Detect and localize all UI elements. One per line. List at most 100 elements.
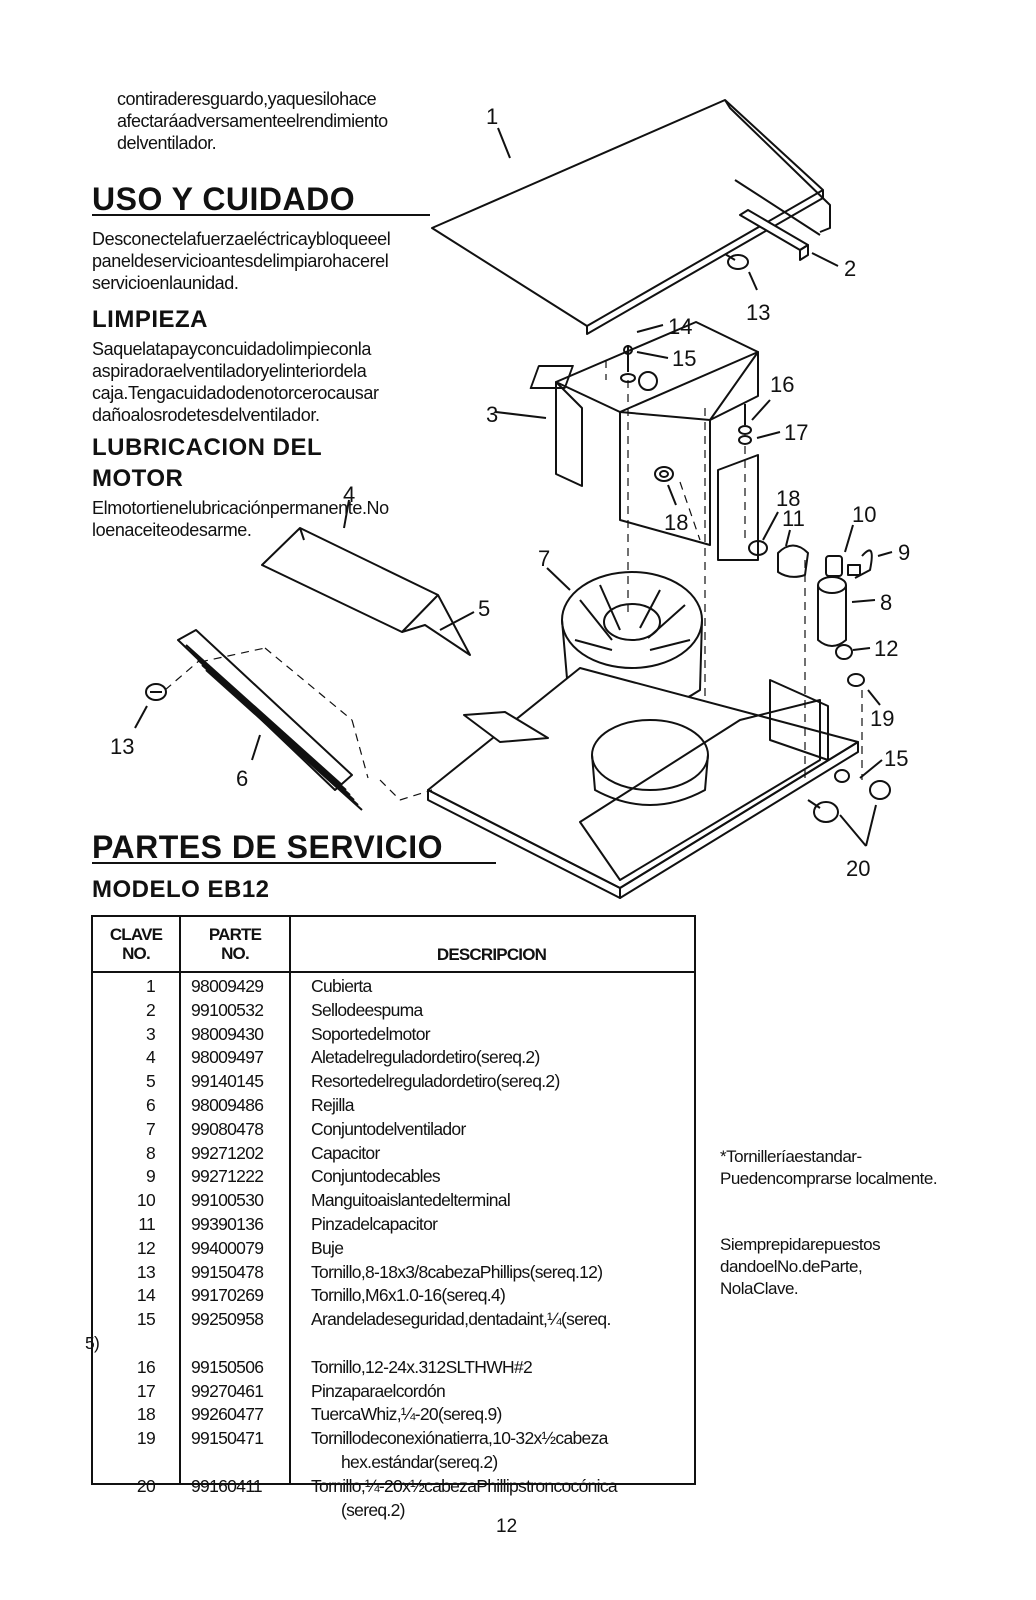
clave-cell: 12	[136, 1237, 156, 1258]
description-cell: Pinzaparaelcordón	[311, 1380, 446, 1401]
part-number-cell: 99150471	[191, 1428, 264, 1449]
nut-18-left	[654, 466, 674, 482]
clave-cell: 17	[136, 1380, 156, 1401]
callout-13-left: 13	[110, 734, 134, 759]
callout-1: 1	[486, 104, 498, 129]
callout-12: 12	[874, 636, 898, 661]
table-row: 17 99270461 Pinzaparaelcordón	[93, 1380, 694, 1404]
part-number-cell: 99390136	[191, 1213, 264, 1234]
description-cell: Capacitor	[311, 1142, 380, 1163]
grille-part	[177, 629, 363, 811]
clave-cell: 20	[136, 1475, 156, 1496]
callout-11: 11	[782, 506, 805, 531]
clave-cell: 9	[145, 1166, 156, 1187]
table-row: 16 99150506 Tornillo,12-24x.312SLTHWH#2	[93, 1356, 694, 1380]
clave-cell: 11	[138, 1213, 155, 1234]
callout-15-bottom: 15	[884, 746, 908, 771]
callout-4: 4	[343, 482, 355, 507]
callout-18-right: 18	[776, 486, 800, 511]
clave-cell: 2	[145, 999, 156, 1020]
callout-13-top: 13	[746, 300, 770, 325]
description-cell: (sereq.2)	[341, 1499, 405, 1520]
uso-paragraph: Desconectelafuerzaeléctricaybloqueeel pa…	[92, 229, 391, 293]
description-cell: Tornillo,M6x1.0-16(sereq.4)	[311, 1285, 506, 1306]
description-cell: Pinzadelcapacitor	[311, 1213, 438, 1234]
description-cell: Soportedelmotor	[311, 1023, 431, 1044]
foam-seal-part	[739, 209, 809, 261]
header-descripcion: DESCRIPCION	[436, 945, 547, 964]
table-row: hex.estándar(sereq.2)	[93, 1451, 694, 1475]
limpieza-paragraph: Saquelatapayconcuidadolimpieconla aspira…	[92, 339, 379, 425]
clave-cell: 16	[136, 1356, 156, 1377]
callout-8: 8	[880, 590, 892, 615]
header-parte-line2: NO.	[221, 944, 250, 963]
side-note-order: Siemprepidarepuestos dandoelNo.deParte, …	[720, 1235, 881, 1298]
part-number-cell: 99270461	[191, 1380, 264, 1401]
header-parte: PARTE NO.	[181, 925, 289, 963]
part-number-cell: 99271222	[191, 1166, 264, 1187]
part-number-cell: 99271202	[191, 1142, 264, 1163]
callout-15-top: 15	[672, 346, 696, 371]
callout-19: 19	[870, 706, 894, 731]
heading-rule	[92, 214, 430, 216]
page-number: 12	[496, 1516, 518, 1537]
description-cell: Aletadelreguladordetiro(sereq.2)	[311, 1047, 540, 1068]
part-number-cell: 99260477	[191, 1404, 264, 1425]
model-heading: MODELO EB12	[92, 876, 270, 903]
table-row: 11 99390136 Pinzadelcapacitor	[93, 1213, 694, 1237]
callout-3: 3	[486, 402, 498, 427]
callout-20: 20	[846, 856, 870, 881]
parts-table: CLAVE NO. PARTE NO. DESCRIPCION 1 9800942…	[85, 915, 696, 1520]
part-number-cell: 99100532	[191, 999, 264, 1020]
capacitor-clip-part	[777, 544, 809, 578]
callout-10: 10	[852, 502, 876, 527]
clave-cell: 5)	[85, 1332, 100, 1353]
table-row: 8 99271202 Capacitor	[93, 1142, 694, 1166]
clave-cell: 7	[145, 1118, 156, 1139]
clave-cell: 3	[145, 1023, 156, 1044]
terminal-sleeve-part	[825, 555, 843, 577]
part-number-cell: 99400079	[191, 1237, 264, 1258]
callout-18-left: 18	[664, 510, 688, 535]
screw-16	[738, 404, 752, 445]
description-cell: Manguitoaislantedelterminal	[311, 1190, 511, 1211]
header-clave-line2: NO.	[122, 944, 151, 963]
table-row: (sereq.2)	[93, 1499, 694, 1523]
part-number-cell: 98009486	[191, 1094, 264, 1115]
callout-14: 14	[668, 314, 692, 339]
description-cell: Tornillo,12-24x.312SLTHWH#2	[311, 1356, 533, 1377]
nut-18-right	[748, 540, 768, 556]
lubricacion-paragraph: Elmotortienelubricaciónpermanente.No loe…	[92, 498, 389, 540]
uso-y-cuidado-heading: USO Y CUIDADO	[92, 181, 356, 217]
description-cell: Tornillo,¼-20x½cabezaPhillipstroncocónic…	[311, 1475, 618, 1496]
header-parte-line1: PARTE	[208, 925, 262, 944]
intro-paragraph: contiraderesguardo,yaquesilohace afectar…	[117, 89, 388, 153]
clave-cell: 8	[145, 1142, 156, 1163]
description-cell: Conjuntodelventilador	[311, 1118, 466, 1139]
clave-cell: 1	[145, 976, 156, 996]
part-number-cell: 99170269	[191, 1285, 264, 1306]
part-number-cell: 99150506	[191, 1356, 264, 1377]
exploded-parts-diagram: 1 2 13 14 15 3 16 17 4 18 18 11 10 9 7 8…	[110, 99, 910, 899]
callout-6: 6	[236, 766, 248, 791]
header-clave-line1: CLAVE	[109, 925, 163, 944]
part-number-cell: 99150478	[191, 1261, 264, 1282]
part-number-cell: 98009429	[191, 976, 264, 996]
description-cell: Tornillo,8-18x3/8cabezaPhillips(sereq.12…	[311, 1261, 603, 1282]
damper-flap-part	[261, 527, 471, 656]
description-cell: Cubierta	[311, 976, 372, 996]
screw-13-left	[145, 683, 167, 701]
clave-cell: 18	[136, 1404, 156, 1425]
partes-de-servicio-heading: PARTES DE SERVICIO	[92, 829, 443, 865]
part-number-cell: 99080478	[191, 1118, 264, 1139]
clave-cell: 10	[136, 1190, 156, 1211]
